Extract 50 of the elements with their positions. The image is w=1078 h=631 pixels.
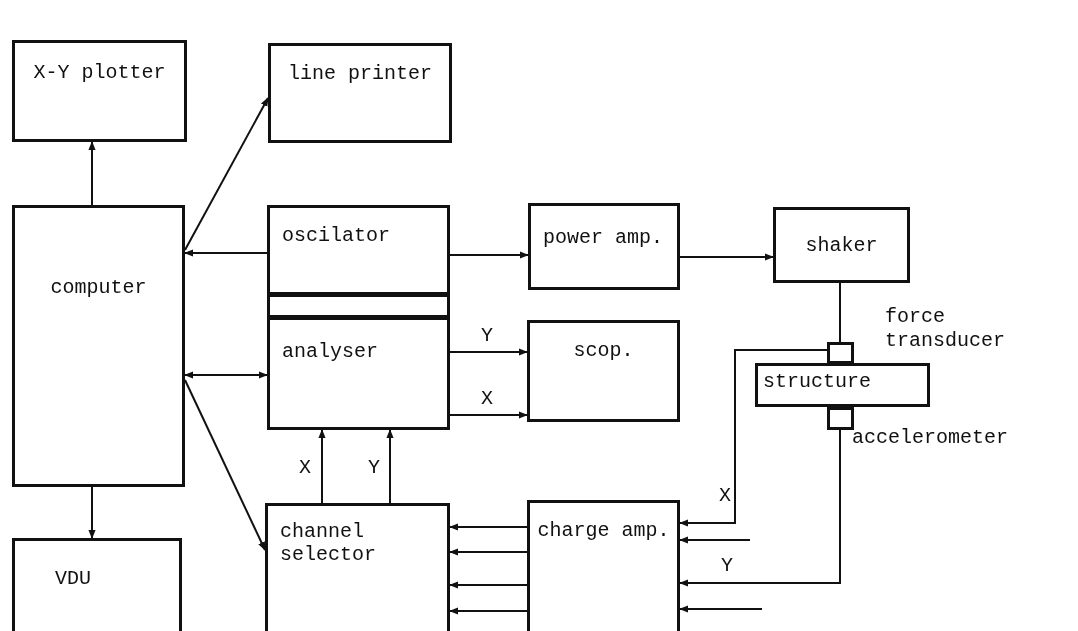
sensor-label: accelerometer: [852, 426, 1010, 450]
node-label: power amp.: [543, 226, 665, 249]
node-label: X-Y plotter: [32, 61, 167, 84]
node-label: line printer: [287, 62, 433, 85]
node-label: shaker: [804, 234, 879, 257]
node-label: structure: [763, 370, 873, 393]
shaker-box: [773, 207, 910, 283]
accelerometer-block: [827, 407, 854, 430]
display-box: [12, 538, 182, 631]
arrow: [449, 411, 528, 419]
arrow: [679, 253, 774, 261]
arrow: [449, 523, 528, 531]
arrow: [184, 249, 268, 257]
node-label: oscilator: [282, 224, 392, 247]
plotter-box: [12, 40, 187, 142]
node-label: computer: [49, 276, 148, 299]
divider-band: [267, 294, 450, 318]
arrow: [88, 141, 96, 206]
computer-box: [12, 205, 185, 487]
arrow: [679, 536, 751, 544]
arrow: [318, 429, 326, 504]
arrow: [679, 605, 763, 613]
node-label: analyser: [282, 340, 379, 363]
selector-box: [265, 503, 450, 631]
transducer-block: [827, 342, 854, 364]
arrow: [386, 429, 394, 504]
node-label: channel selector: [280, 520, 377, 566]
node-label: VDU: [55, 567, 92, 590]
structure-box: [755, 363, 930, 407]
arrow: [184, 371, 268, 379]
amplifier-box: [528, 203, 680, 290]
arrow: [449, 348, 528, 356]
arrow: [449, 581, 528, 589]
arrow: [679, 429, 841, 587]
oscillator-box: [267, 205, 450, 295]
analyser-box: [267, 317, 450, 430]
arrow: [449, 607, 528, 615]
arrow: [679, 349, 828, 527]
scope-box: [527, 320, 680, 422]
arrow: [184, 97, 269, 251]
connector-line: [839, 282, 841, 343]
node-label: charge amp.: [536, 519, 671, 542]
sensor-label: force transducer: [885, 305, 1007, 353]
printer-box: [268, 43, 452, 143]
node-label: scop.: [572, 339, 635, 362]
arrow: [449, 251, 529, 259]
arrow: [88, 486, 96, 539]
arrow: [449, 548, 528, 556]
arrow: [184, 379, 266, 551]
amplifier-box: [527, 500, 680, 631]
